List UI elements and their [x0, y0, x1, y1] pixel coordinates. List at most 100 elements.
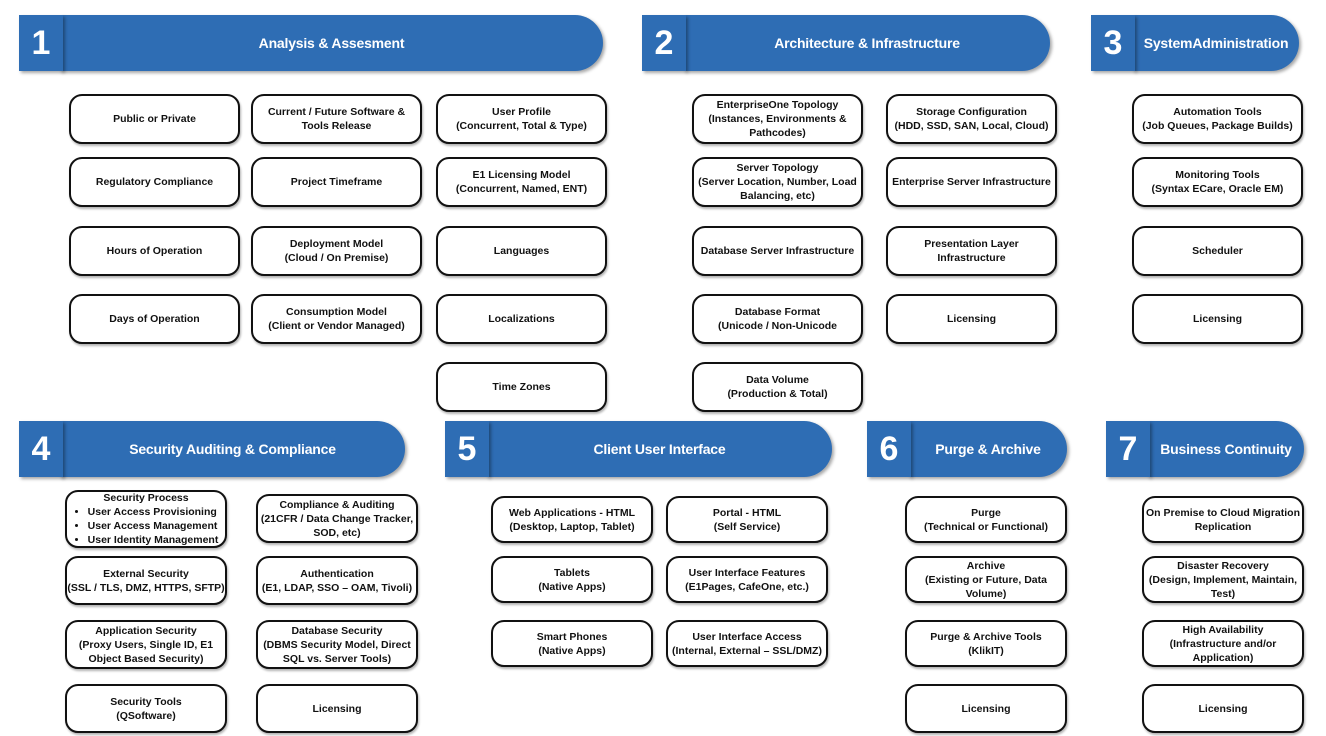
item-box-line: (Syntax ECare, Oracle EM) [1151, 183, 1284, 195]
item-box-licensing: Licensing [1132, 294, 1303, 344]
item-box-text: Public or Private [113, 112, 196, 126]
security-process-list: User Access ProvisioningUser Access Mana… [74, 505, 219, 547]
item-box-line: On Premise to Cloud Migration [1146, 506, 1301, 519]
item-box-text: Database Server Infrastructure [701, 244, 855, 258]
item-box-database-security: Database Security(DBMS Security Model, D… [256, 620, 418, 669]
item-box-line: (DBMS Security Model, Direct [263, 638, 411, 651]
item-box-line: (Proxy Users, Single ID, E1 [78, 638, 214, 651]
item-box-text: Licensing [1198, 702, 1247, 716]
item-box-line: (Native Apps) [538, 644, 606, 657]
section-number-badge: 7 [1106, 421, 1150, 477]
item-box-text: Purge(Technical or Functional) [924, 506, 1048, 534]
item-box-external-security: External Security(SSL / TLS, DMZ, HTTPS,… [65, 556, 227, 605]
item-box-user-interface-access: User Interface Access(Internal, External… [666, 620, 828, 667]
item-box-line: Automation Tools [1173, 106, 1262, 118]
item-box-line: (Concurrent, Total & Type) [456, 120, 587, 132]
item-box-line: Licensing [1198, 702, 1248, 715]
section-title-line: Security Auditing & Compliance [129, 441, 336, 457]
section-title-banner: Purge & Archive [909, 421, 1067, 477]
item-box-text: Project Timeframe [291, 175, 382, 189]
item-box-disaster-recovery: Disaster Recovery(Design, Implement, Mai… [1142, 556, 1304, 603]
item-box-text: Compliance & Auditing(21CFR / Data Chang… [261, 498, 413, 540]
item-box-line: Tablets [554, 566, 590, 579]
item-box-text: E1 Licensing Model(Concurrent, Named, EN… [456, 168, 587, 196]
item-box-line: Consumption Model [286, 306, 387, 318]
item-box-public-or-private: Public or Private [69, 94, 240, 144]
section-title-line: Analysis & Assesment [258, 35, 405, 51]
item-box-hours-of-operation: Hours of Operation [69, 226, 240, 276]
item-box-text: Smart Phones(Native Apps) [537, 630, 608, 658]
item-box-text: Disaster Recovery(Design, Implement, Mai… [1149, 559, 1297, 601]
item-box-server-topology: Server Topology(Server Location, Number,… [692, 157, 863, 207]
item-box-text: Automation Tools(Job Queues, Package Bui… [1142, 105, 1293, 133]
item-box-text: User Interface Access(Internal, External… [672, 630, 822, 658]
item-box-text: Licensing [947, 312, 996, 326]
item-box-current-future-software-and: Current / Future Software & Tools Release [251, 94, 422, 144]
item-box-project-timeframe: Project Timeframe [251, 157, 422, 207]
item-box-data-volume: Data Volume(Production & Total) [692, 362, 863, 412]
item-box-line: Tools Release [301, 120, 372, 132]
item-box-line: EnterpriseOne Topology [716, 99, 839, 111]
item-box-application-security: Application Security(Proxy Users, Single… [65, 620, 227, 669]
item-box-line: (Server Location, Number, Load [698, 176, 857, 188]
item-box-line: Compliance & Auditing [279, 498, 395, 511]
item-box-line: External Security [103, 567, 189, 580]
item-box-line: Balancing, etc) [740, 190, 815, 202]
item-box-line: Volume) [965, 587, 1007, 600]
item-box-line: Pathcodes) [749, 127, 806, 139]
item-box-line: Disaster Recovery [1177, 559, 1269, 572]
item-box-line: (Infrastructure and/or [1169, 637, 1277, 650]
section-title-line: Architecture & Infrastructure [774, 35, 960, 51]
item-box-text: Licensing [312, 702, 361, 716]
section-title-line: Purge & Archive [935, 441, 1041, 457]
item-box-line: High Availability [1182, 623, 1264, 636]
item-box-line: Monitoring Tools [1175, 169, 1260, 181]
section-title-line: System [1143, 35, 1193, 51]
item-box-text: Consumption Model(Client or Vendor Manag… [268, 305, 405, 333]
item-box-text: Hours of Operation [107, 244, 203, 258]
item-box-line: Current / Future Software & [267, 106, 406, 118]
section-title-banner: Security Auditing & Compliance [60, 421, 405, 477]
item-box-languages: Languages [436, 226, 607, 276]
section-title-banner: Business Continuity [1148, 421, 1304, 477]
item-box-text: User Interface Features(E1Pages, CafeOne… [685, 566, 809, 594]
section-title-line: Business Continuity [1160, 441, 1292, 457]
item-box-line: Licensing [312, 702, 362, 715]
security-process-bullet: User Access Provisioning [88, 505, 219, 519]
item-box-line: (Native Apps) [538, 580, 606, 593]
item-box-text: Licensing [961, 702, 1010, 716]
item-box-text: Storage Configuration(HDD, SSD, SAN, Loc… [894, 105, 1048, 133]
item-box-text: Data Volume(Production & Total) [727, 373, 827, 401]
item-box-text: Languages [494, 244, 549, 258]
item-box-days-of-operation: Days of Operation [69, 294, 240, 344]
item-box-text: Portal - HTML(Self Service) [713, 506, 781, 534]
item-box-text: Days of Operation [109, 312, 199, 326]
section-title-banner: Analysis & Assesment [60, 15, 603, 71]
item-box-localizations: Localizations [436, 294, 607, 344]
item-box-tablets: Tablets(Native Apps) [491, 556, 653, 603]
item-box-line: Languages [493, 245, 550, 257]
item-box-line: (E1Pages, CafeOne, etc.) [685, 580, 809, 593]
item-box-enterpriseone-topology: EnterpriseOne Topology(Instances, Enviro… [692, 94, 863, 144]
item-box-line: Public or Private [113, 113, 196, 125]
item-box-user-interface-features: User Interface Features(E1Pages, CafeOne… [666, 556, 828, 603]
item-box-text: User Profile(Concurrent, Total & Type) [456, 105, 587, 133]
item-box-smart-phones: Smart Phones(Native Apps) [491, 620, 653, 667]
item-box-text: Monitoring Tools (Syntax ECare, Oracle EM… [1152, 168, 1284, 196]
item-box-line: Replication [1194, 520, 1252, 533]
item-box-text: Licensing [1193, 312, 1242, 326]
security-process-bullet: User Identity Management [88, 533, 219, 547]
item-box-line: E1 Licensing Model [472, 169, 571, 181]
item-box-line: SOD, etc) [313, 526, 361, 539]
section-number-badge: 6 [867, 421, 911, 477]
item-box-line: Archive [966, 559, 1006, 572]
item-box-line: Project Timeframe [290, 176, 383, 188]
item-box-database-format: Database Format(Unicode / Non-Unicode [692, 294, 863, 344]
item-box-web-applications-html: Web Applications - HTML(Desktop, Laptop,… [491, 496, 653, 543]
item-box-text: EnterpriseOne Topology(Instances, Enviro… [708, 98, 846, 140]
item-box-text: Purge & Archive Tools(KlikIT) [930, 630, 1041, 658]
